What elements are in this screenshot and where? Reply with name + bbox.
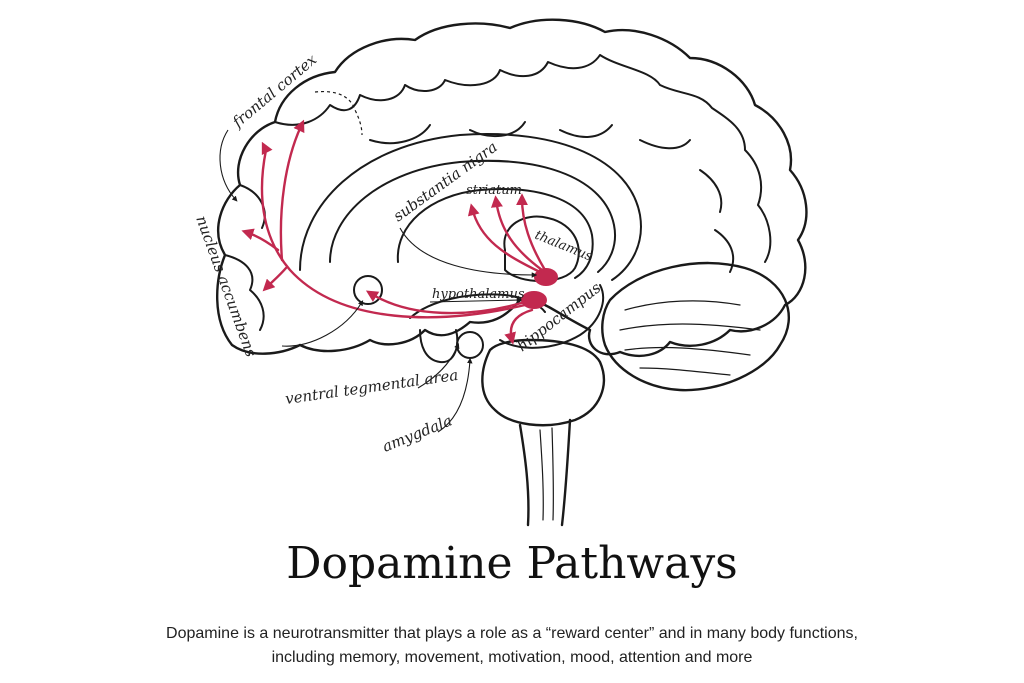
cerebrum-outline <box>216 18 808 357</box>
cerebellum-folds <box>619 300 761 376</box>
leader-frontal <box>219 129 238 202</box>
gyri-folds <box>224 54 772 331</box>
corpus-callosum-inner <box>329 159 616 273</box>
corpus-callosum <box>299 133 642 281</box>
nucleus-accumbens-shape <box>353 275 383 305</box>
fornix <box>396 188 594 279</box>
hippocampus-shape <box>499 284 605 349</box>
page-title: Dopamine Pathways <box>286 538 738 589</box>
pathway-nigrostriatal-1 <box>467 203 542 274</box>
label-hypothalamus: hypothalamus <box>432 287 525 302</box>
pathway-mesolimbic <box>365 290 527 315</box>
pathway-mesocortical-main <box>260 148 527 319</box>
pathway-mesocortical-1 <box>261 141 273 156</box>
vta-nucleus <box>521 291 547 309</box>
label-substantia-nigra: substantia nigra <box>390 138 501 225</box>
leader-substantia <box>399 227 538 278</box>
pathway-nigrostriatal-2 <box>491 195 544 272</box>
pathway-mesocortical-2 <box>279 119 305 262</box>
label-amygdala: amygdala <box>380 411 455 455</box>
pathway-mesocortical-3 <box>241 228 280 252</box>
label-ventral-tegmental-area: ventral tegmental area <box>284 366 459 408</box>
pathway-nigrostriatal-3 <box>516 193 547 272</box>
description-line-1: Dopamine is a neurotransmitter that play… <box>166 625 858 642</box>
medulla <box>518 418 572 527</box>
leader-hypothalamus <box>429 297 523 303</box>
frontal-boundary <box>314 90 363 136</box>
cerebellum <box>601 261 790 392</box>
brainstem <box>481 338 605 427</box>
label-thalamus: thalamus <box>533 228 595 265</box>
label-striatum: striatum <box>466 183 522 198</box>
brain-diagram: frontal cortex substantia nigra striatum… <box>192 18 808 527</box>
leader-nucleus <box>281 300 364 347</box>
description: Dopamine is a neurotransmitter that play… <box>112 622 912 670</box>
spinal-lines <box>539 427 555 521</box>
amygdala-shape <box>456 331 484 359</box>
pathway-mesocortical-4 <box>262 266 288 292</box>
pathway-to-hippocampus <box>504 308 534 345</box>
thalamus-shape <box>503 215 580 282</box>
leader-vta <box>417 342 460 389</box>
description-line-2: including memory, movement, motivation, … <box>271 649 753 666</box>
leader-amygdala <box>437 357 473 433</box>
